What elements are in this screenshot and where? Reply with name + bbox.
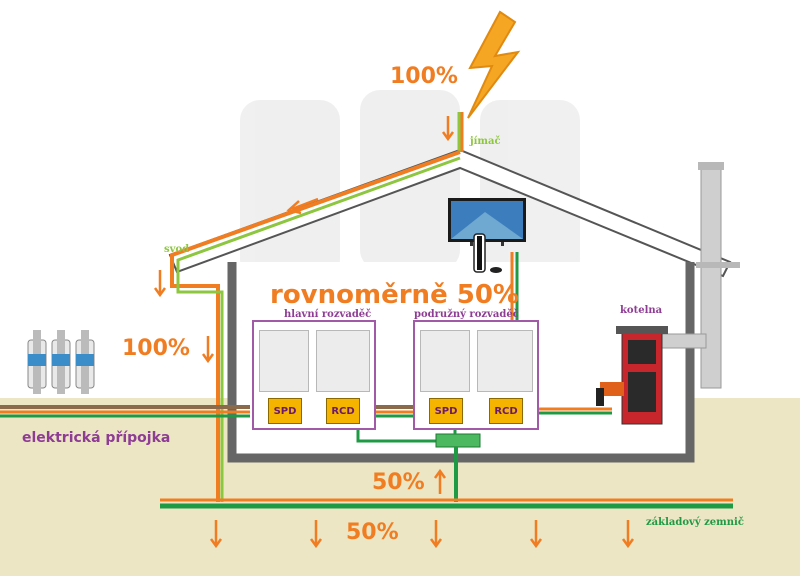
down-conductor-percent-label: 100% <box>122 336 190 361</box>
sub-distribution-panel: SPD RCD <box>413 320 539 430</box>
tv-icon <box>448 198 526 246</box>
down-conductor <box>176 156 461 502</box>
boiler-room-label: kotelna <box>620 305 663 316</box>
bonding-conductor <box>356 428 436 443</box>
down-conductor-label: svod <box>164 244 190 255</box>
spd-tag: SPD <box>268 398 302 424</box>
game-console-icon <box>473 233 502 273</box>
service-connection-label: elektrická přípojka <box>22 430 171 446</box>
fuse-icon <box>27 330 95 394</box>
ground-percent-label: 50% <box>346 520 399 545</box>
lightning-percent-label: 100% <box>390 64 458 89</box>
rcd-tag: RCD <box>489 398 523 424</box>
sub-panel-label: podružný rozvaděč <box>414 309 519 320</box>
down-conductor-surge <box>170 150 461 502</box>
rcd-device <box>477 330 533 392</box>
air-terminal-label: jímač <box>470 136 501 147</box>
house-floor <box>232 455 690 461</box>
boiler-icon <box>596 326 668 425</box>
lightning-bolt-icon <box>467 10 521 119</box>
equipotential-bar <box>435 433 481 448</box>
rcd-device <box>316 330 370 392</box>
even-split-label: rovnoměrně 50% <box>270 280 519 310</box>
spd-device <box>420 330 470 392</box>
foundation-electrode-label: základový zemnič <box>646 517 744 528</box>
spd-device <box>259 330 309 392</box>
main-panel-label: hlavní rozvaděč <box>284 309 372 320</box>
spd-tag: SPD <box>429 398 463 424</box>
main-distribution-panel: SPD RCD <box>252 320 376 430</box>
rcd-tag: RCD <box>326 398 360 424</box>
equipotential-percent-label: 50% <box>372 470 425 495</box>
